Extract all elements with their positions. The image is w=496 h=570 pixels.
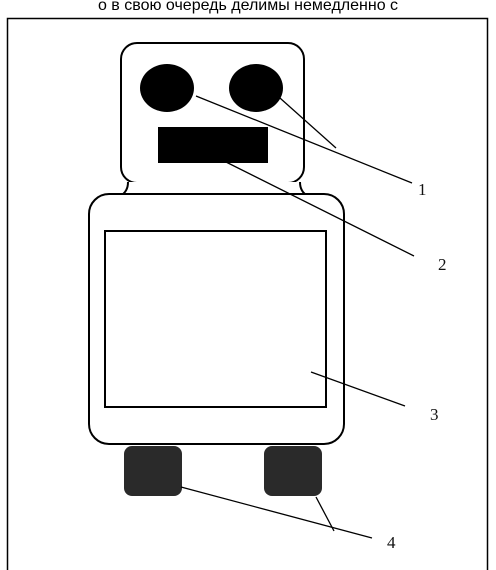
left-eye (140, 64, 194, 112)
mouth (158, 127, 268, 163)
leader-line-2 (201, 149, 415, 257)
leader-line-1b (261, 81, 337, 149)
callout-1: 1 (418, 180, 427, 199)
right-eye (229, 64, 283, 112)
frame-border (6, 17, 489, 570)
cropped-header-text: о в свою очередь делимы немедленно с (97, 0, 399, 14)
body-screen (104, 230, 327, 408)
leader-line-3 (310, 371, 406, 407)
callout-4: 4 (387, 533, 396, 552)
leader-line-4a (180, 486, 373, 539)
callout-2: 2 (438, 255, 447, 274)
leader-line-4b (315, 496, 335, 532)
right-wheel (264, 446, 322, 496)
left-wheel (124, 446, 182, 496)
leader-line-1a (195, 95, 413, 184)
callout-3: 3 (430, 405, 439, 424)
